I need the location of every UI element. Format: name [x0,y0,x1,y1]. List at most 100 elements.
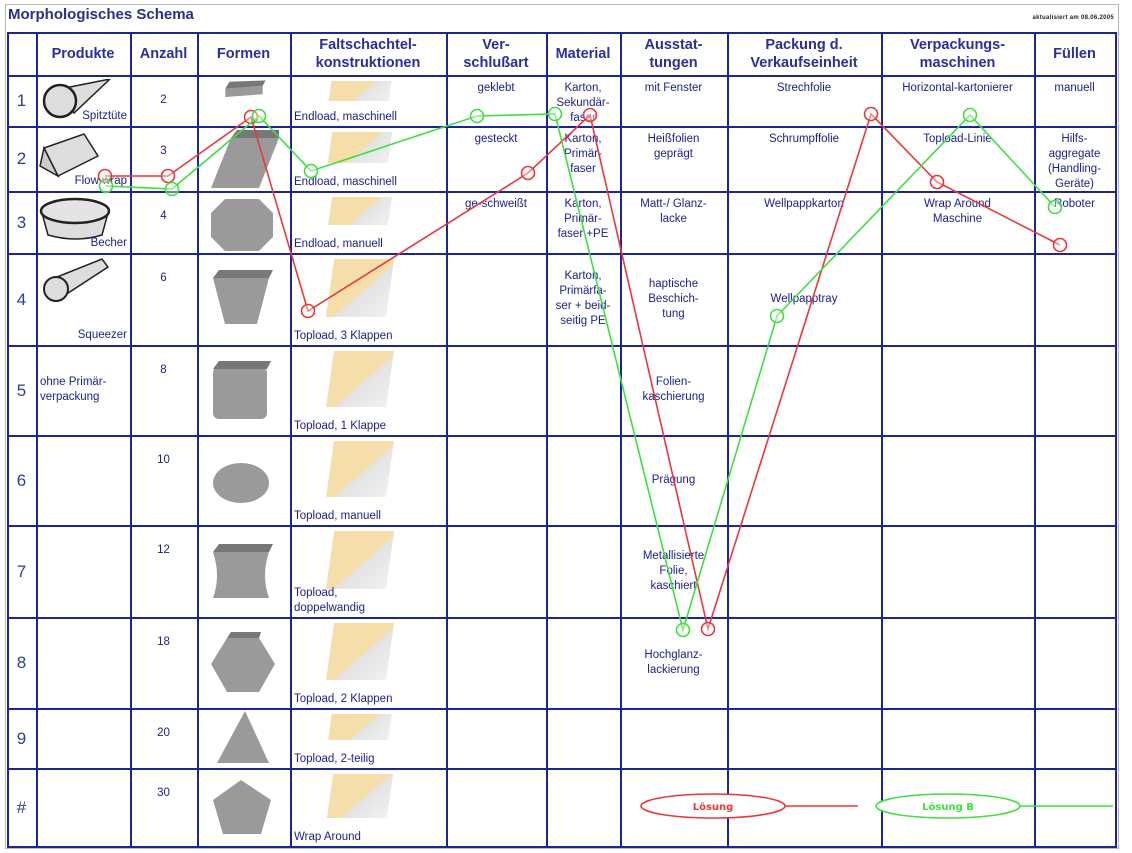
parallelogram-shape [210,129,279,188]
grid-hline [7,708,1117,710]
cell-packung [727,617,881,708]
column-header: Packung d. Verkaufseinheit [750,36,858,71]
grid-vline [7,32,9,846]
product-label: Squeezer [77,329,127,341]
cell-packung: Schrumpffolie [768,133,840,145]
folding-box-label: Topload, 3 Klappen [294,330,393,342]
cell-faltschachtel: Endload, maschinell [290,75,446,126]
folding-box-label: Endload, manuell [294,238,383,250]
cell-maschine [881,435,1034,525]
cell-anzahl: 2 [160,93,167,106]
cell-ausstattung: haptische Beschich- tung [648,277,699,320]
cell-ausstattung: Matt-/ Glanz- lacke [640,198,707,225]
octagon-shape [210,199,273,251]
column-header: Material [555,45,611,62]
cell-maschine [881,617,1034,708]
cell-produkt: Squeezer [36,253,130,345]
cell-anzahl: 18 [157,636,170,648]
column-header: Verpackungs- maschinen [909,36,1006,71]
cell-fuellen [1034,768,1115,846]
cell-fuellen [1034,617,1115,708]
page-title: Morphologisches Schema [8,6,194,23]
cell-produkt [36,768,130,846]
folding-box-image [325,259,395,317]
cell-anzahl: 30 [157,787,170,799]
cell-ausstattung: Hochglanz- lackierung [644,648,703,676]
cell-material [546,435,620,525]
row-number: 5 [16,380,27,400]
cell-form [197,126,290,191]
cell-faltschachtel: Topload, 2 Klappen [290,617,446,708]
cell-material [546,708,620,768]
cell-produkt [36,708,130,768]
cell-maschine [881,768,1034,846]
cell-ausstattung: Prägung [651,473,696,486]
folding-box-label: Wrap Around [294,831,361,843]
cell-form [197,191,290,253]
grid-hline [7,846,1117,848]
cell-material [546,768,620,846]
cell-faltschachtel: Topload, 3 Klappen [290,253,446,345]
cell-ausstattung [620,708,727,768]
folding-box-image [328,197,392,225]
row-number: # [16,797,27,817]
row-number: 4 [16,289,27,309]
cell-form [197,708,290,768]
cell-form [197,525,290,617]
tube-icon [43,258,110,302]
folding-box-label: Topload, manuell [294,510,381,522]
folding-box-label: Topload, 2-teilig [294,753,375,765]
folding-box-image [325,623,395,680]
folding-box-image [326,351,394,407]
cell-faltschachtel: Endload, manuell [290,191,446,253]
cell-verschluss [446,525,546,617]
cell-verschluss: geklebt [477,82,515,94]
column-header: Anzahl [139,45,188,62]
cell-faltschachtel: Wrap Around [290,768,446,846]
cell-maschine [881,253,1034,345]
cell-produkt: ohne Primär- verpackung [40,376,107,403]
cell-maschine: Topload-Linie [923,133,992,145]
cell-verschluss [446,768,546,846]
cell-produkt: Spitztüte [36,75,130,126]
cell-form [197,435,290,525]
schema-frame [5,4,1119,849]
cell-verschluss [446,253,546,345]
cell-ausstattung [620,768,727,846]
cell-packung [727,435,881,525]
row-number: 8 [16,653,27,672]
row-number: 6 [16,470,27,490]
cell-fuellen [1034,435,1115,525]
folding-box-image [326,774,394,818]
folding-box-label: Topload, 2 Klappen [294,693,393,705]
grid-hline [7,768,1117,770]
grid-hline [7,32,1117,34]
cell-packung: Wellpapptray [770,292,838,305]
cell-faltschachtel: Topload, 1 Klappe [290,345,446,435]
grid-vline [36,32,38,846]
cell-verschluss [446,617,546,708]
cell-ausstattung: Heißfolien geprägt [647,133,700,160]
column-header: Ausstat- tungen [644,36,703,71]
cell-form [197,75,290,126]
trapezoid-shape [212,270,273,324]
cell-packung [727,525,881,617]
cell-maschine [881,345,1034,435]
cell-fuellen: Hilfs- aggregate (Handling- Geräte) [1047,133,1102,190]
cell-form [197,253,290,345]
cell-faltschachtel: Topload, doppelwandig [290,525,446,617]
cell-anzahl: 3 [160,145,167,157]
cell-produkt [36,435,130,525]
cell-verschluss: gesteckt [474,133,518,145]
cell-form [197,768,290,846]
cell-form [197,345,290,435]
cell-anzahl: 8 [160,364,167,376]
cell-faltschachtel: Topload, manuell [290,435,446,525]
row-number: 1 [16,91,27,110]
column-header: Füllen [1053,45,1096,62]
cell-material: Karton, Sekundär- faser [556,82,610,124]
cell-verschluss [446,345,546,435]
grid-hline [7,75,1117,77]
cell-anzahl: 20 [157,727,170,739]
cell-material [546,345,620,435]
